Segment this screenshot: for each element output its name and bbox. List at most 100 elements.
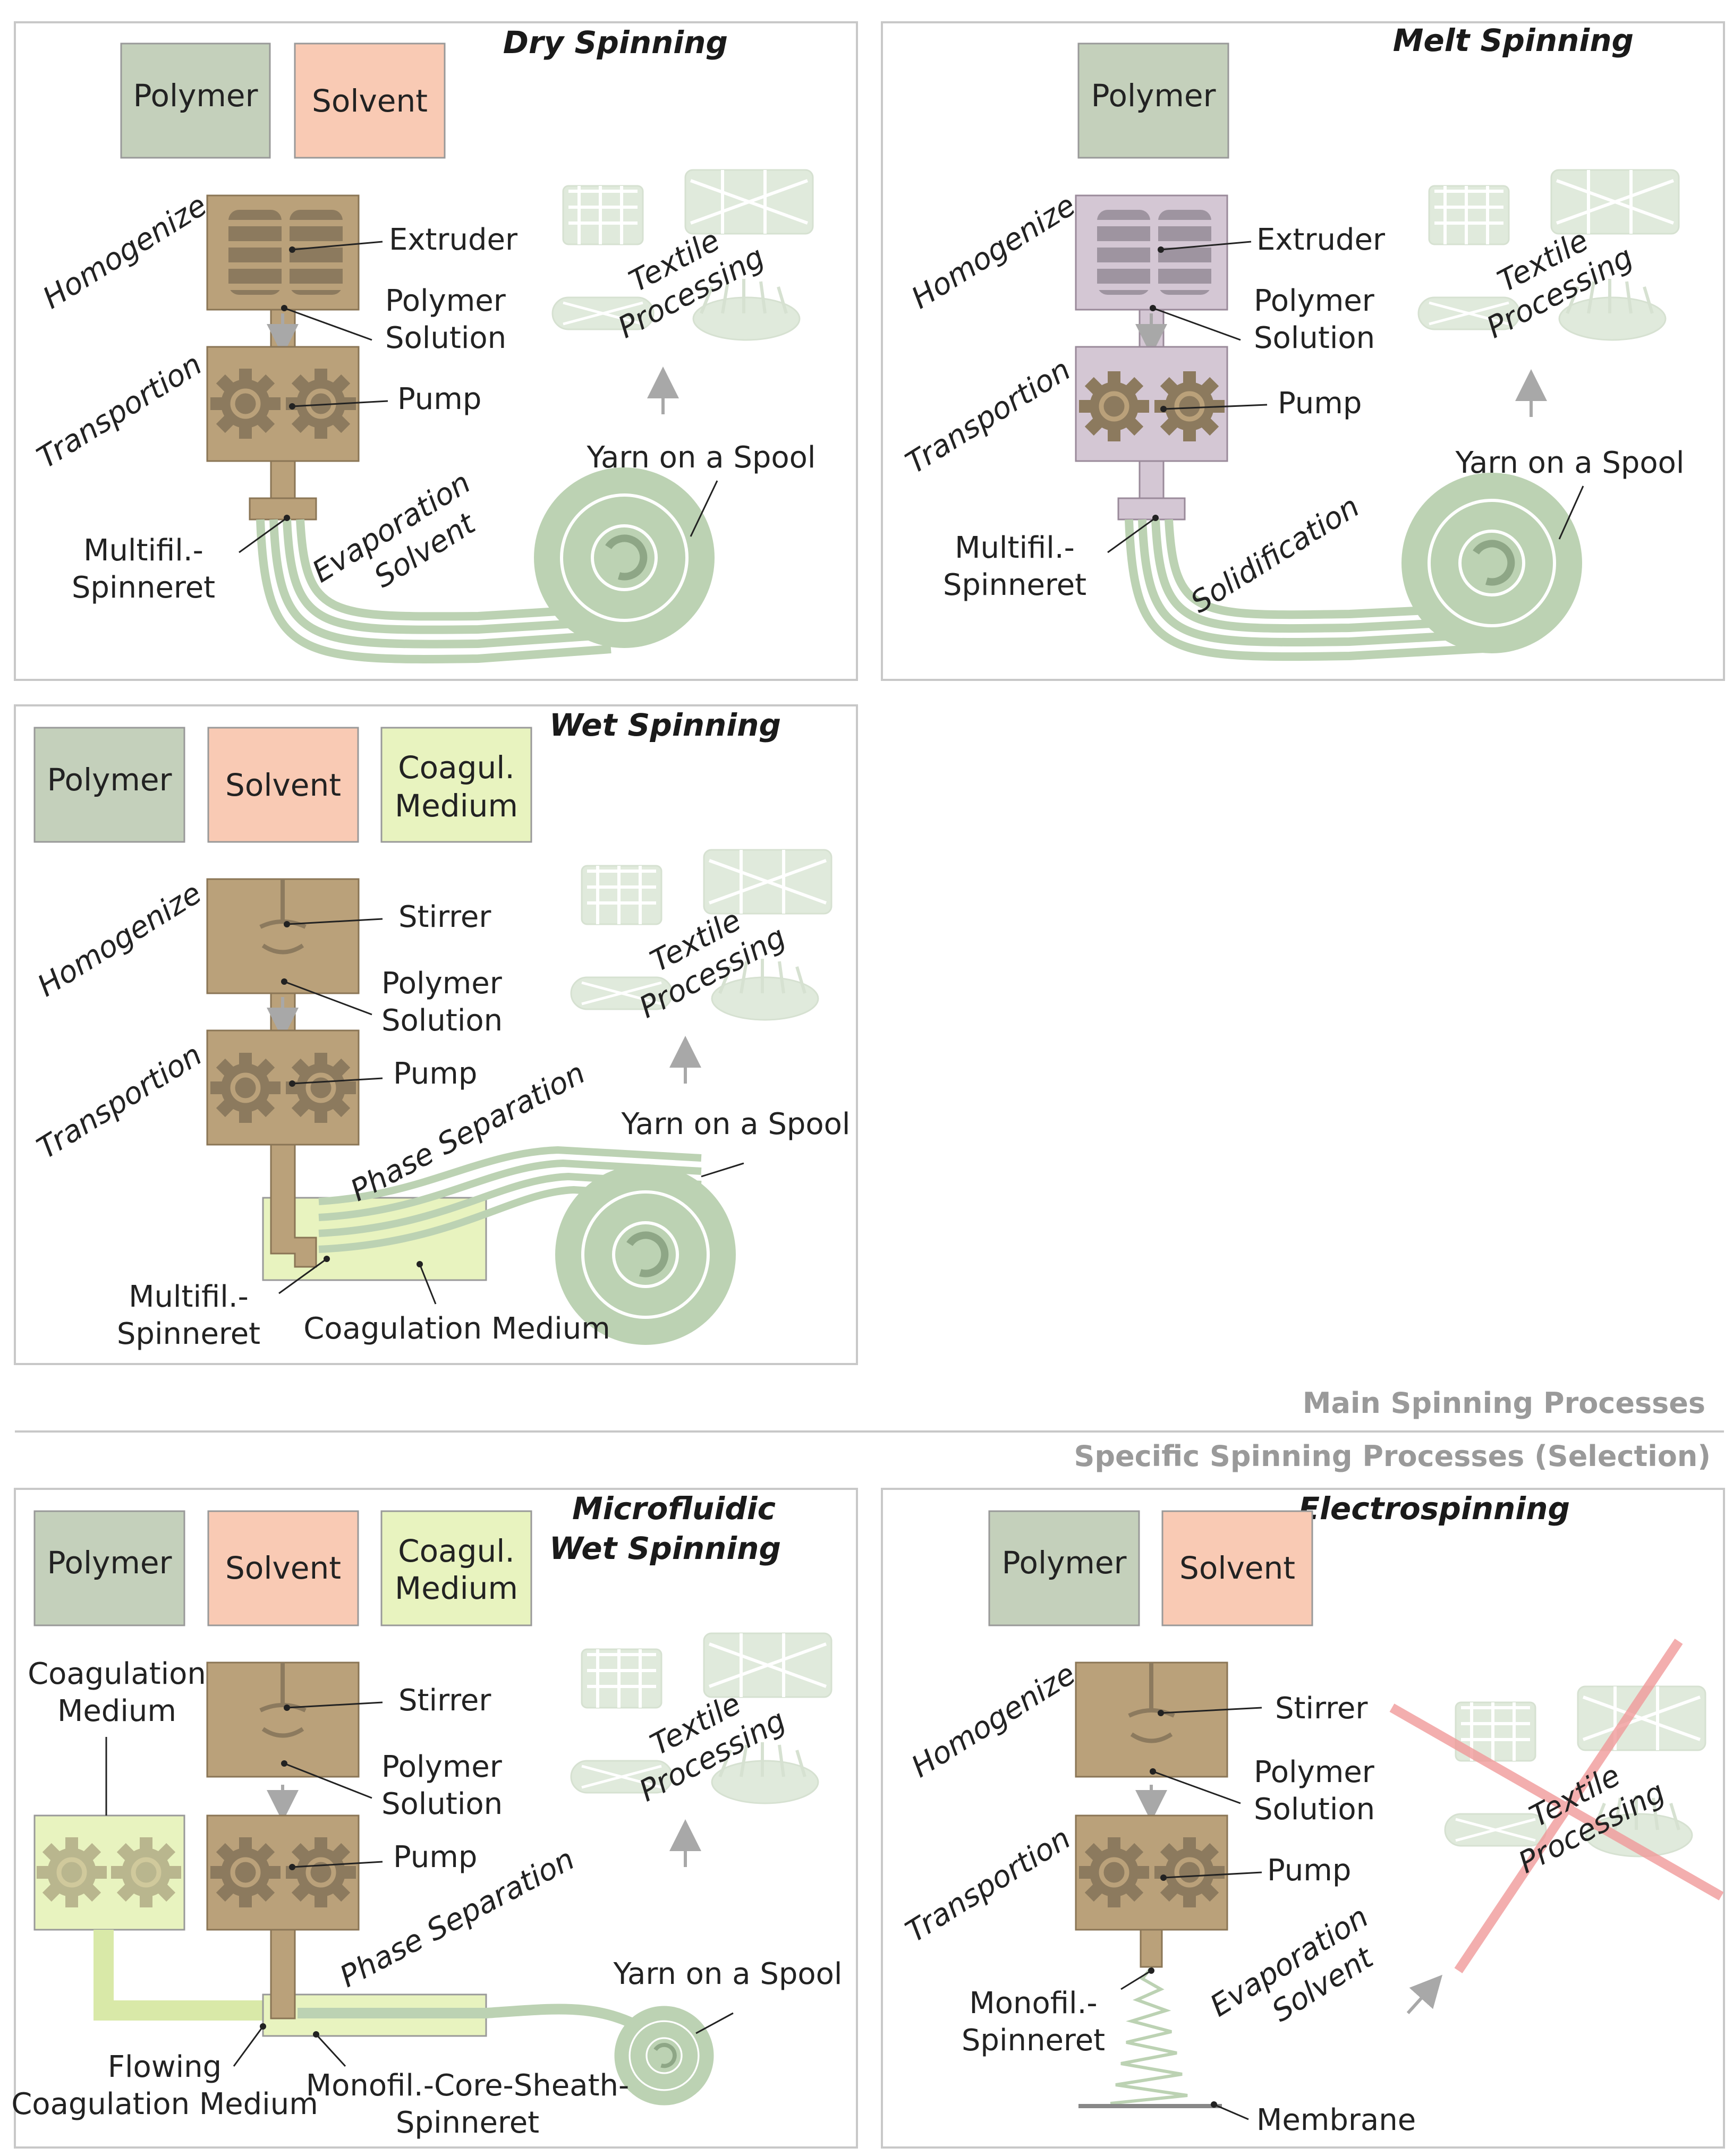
solvent-box [294,42,446,159]
stirrer-icon [259,879,307,955]
coagul-box-label-1: Coagul. [398,749,515,786]
solution-label-1: Polymer [385,284,506,318]
coagul-box-label-2: Medium [395,1570,518,1606]
polymer-box [33,727,185,843]
polymer-box [33,1510,185,1626]
polymer-box [1077,42,1229,159]
extruder-label: Extruder [389,223,518,257]
solvent-box [1161,1510,1313,1626]
spinneret-label-2: Spinneret [396,2106,539,2140]
pump-label: Pump [397,382,481,416]
spinneret-label-1: Multifil.- [83,533,203,568]
solution-label-1: Polymer [381,966,503,1001]
panel-title: Melt Spinning [1393,22,1634,58]
membrane-label: Membrane [1256,2103,1416,2137]
panel-wet-spinning: Wet Spinning Polymer Solvent Coagul. Med… [14,704,858,1365]
pump-label: Pump [1267,1853,1351,1888]
spinneret-label-2: Spinneret [943,568,1086,602]
section-divider: Main Spinning Processes Specific Spinnin… [15,1386,1724,1473]
gear-icon [286,1053,356,1123]
solvent-box-label: Solvent [312,83,428,119]
coagul-box [380,1510,532,1626]
fiber-bundle [1125,519,1493,661]
extruder-screws-icon [223,210,348,295]
spinneret-label-1: Multifil.- [955,531,1075,565]
solution-label-1: Polymer [381,1750,503,1784]
panel-title: Wet Spinning [549,707,781,743]
solvent-box [207,1510,359,1626]
solvent-box [207,727,359,843]
gear-icon [111,1837,181,1907]
polymer-box-label: Polymer [1091,78,1216,114]
yarn-label: Yarn on a Spool [613,1957,843,1991]
spinneret-label-1: Monofil.-Core-Sheath- [306,2068,629,2103]
solution-label-2: Solution [381,1003,503,1038]
polymer-box-label: Polymer [47,762,172,798]
section-specific-label: Specific Spinning Processes (Selection) [1074,1439,1711,1473]
solution-label-1: Polymer [1254,1755,1375,1789]
yarn-label: Yarn on a Spool [587,440,816,475]
fiber-bundle [256,519,611,663]
panel-title: Dry Spinning [503,24,728,61]
panel-title-1: Microfluidic [572,1490,776,1527]
pump-label: Pump [1278,386,1362,421]
section-main-label: Main Spinning Processes [1303,1386,1705,1420]
gear-icon [286,1837,356,1907]
cross-out-icon [1389,1638,1724,1974]
gear-icon [1079,1837,1149,1907]
stirrer-label: Stirrer [398,1683,491,1718]
polymer-box [988,1510,1140,1626]
stirrer-icon [1128,1663,1175,1743]
coagul-box [380,727,532,843]
panel-dry-spinning: Dry Spinning Polymer Solvent [14,21,858,681]
coagul-box-label-1: Coagul. [398,1533,515,1569]
electrospun-cone [1110,1967,1188,2105]
solvent-box-label: Solvent [1179,1550,1295,1586]
coag-label-1: Coagulation [28,1657,206,1691]
panel-electrospinning: Electrospinning Polymer Solvent Textil [881,1488,1725,2149]
spinneret-block [249,497,317,521]
panel-title: Electrospinning [1298,1490,1570,1527]
yarn-label: Yarn on a Spool [1455,446,1685,480]
gear-icon [1154,1837,1225,1907]
solution-label-2: Solution [385,321,506,355]
gear-icon [210,369,281,439]
spinneret-label-2: Spinneret [117,1317,260,1351]
polymer-box-label: Polymer [133,78,258,114]
extruder-screws-icon [1092,210,1217,295]
coagul-box-label-2: Medium [395,788,518,824]
panel-microfluidic-wet-spinning: Microfluidic Wet Spinning Polymer Solven… [11,1488,858,2149]
bath-label: Coagulation Medium [303,1311,610,1346]
gear-icon [210,1053,281,1123]
yarn-label: Yarn on a Spool [621,1107,851,1141]
stirrer-icon [259,1663,307,1738]
fiber-bundle [318,1146,702,1253]
spinneret-label-2: Spinneret [72,570,215,605]
yarn-spool-icon [1401,473,1582,653]
pump-label: Pump [393,1840,477,1874]
solution-label-2: Solution [381,1787,503,1821]
pump-label: Pump [393,1056,477,1091]
coag-label-2: Medium [57,1694,176,1728]
gear-icon [210,1837,281,1907]
solution-label-2: Solution [1254,321,1375,355]
solvent-box-label: Solvent [225,767,341,803]
spinneret-block [1117,497,1186,521]
yarn-spool-icon [615,2006,714,2106]
gear-icon [37,1837,107,1907]
polymer-box-label: Polymer [1002,1545,1127,1581]
gear-icon [1079,371,1149,441]
yarn-spool-icon [534,467,715,648]
stirrer-label: Stirrer [1275,1691,1368,1726]
polymer-box-label: Polymer [47,1545,172,1581]
panel-melt-spinning: Melt Spinning Polymer Textile Proc [881,21,1725,681]
spinneret-label-1: Monofil.- [969,1986,1097,2021]
solution-label-1: Polymer [1254,284,1375,318]
spinneret-label-1: Multifil.- [129,1280,249,1314]
extruder-label: Extruder [1256,223,1386,257]
spinneret-label-2: Spinneret [962,2023,1105,2058]
panel-title-2: Wet Spinning [549,1530,781,1566]
flowing-label-1: Flowing [108,2050,222,2084]
arrow-up-icon [1406,1974,1443,2015]
